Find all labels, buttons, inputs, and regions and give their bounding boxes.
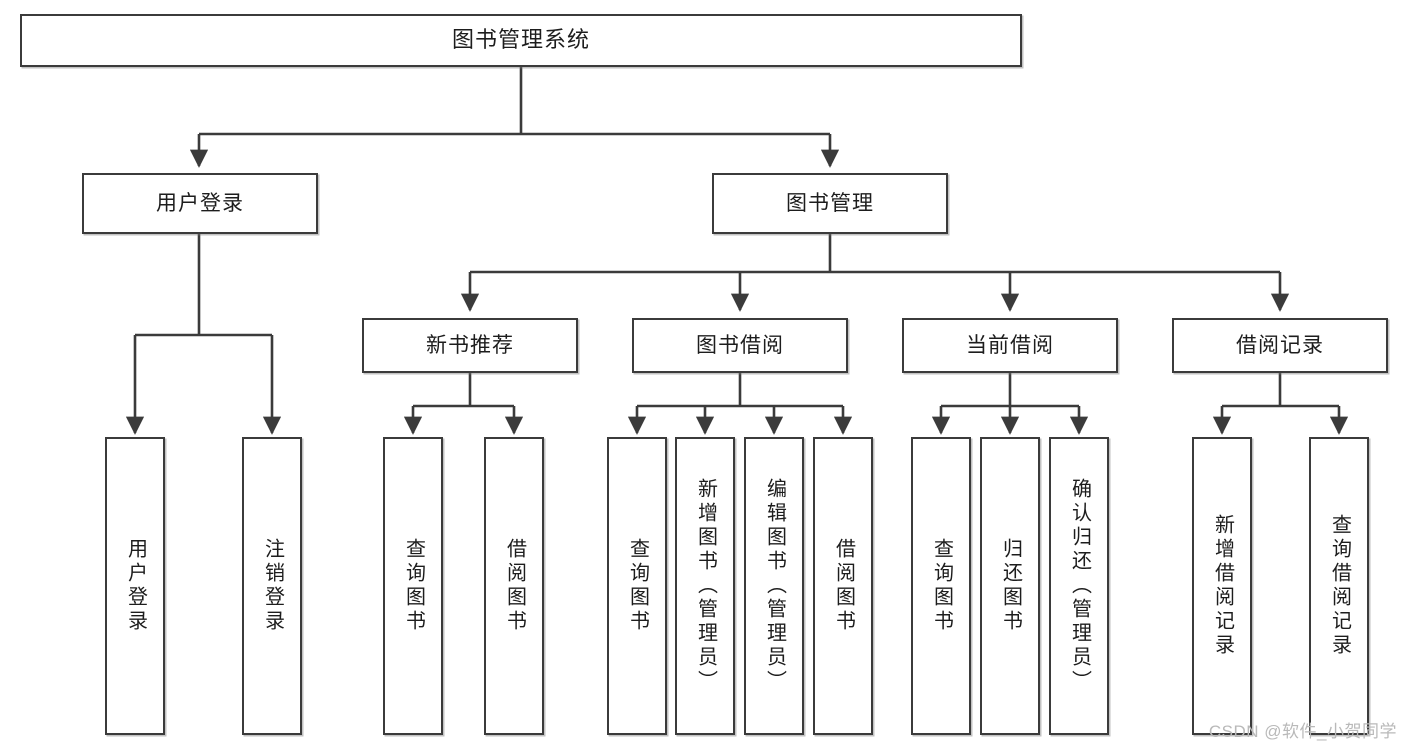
node-label: 当前借阅: [966, 333, 1054, 357]
node-label: 编辑图书（管理员）: [763, 478, 786, 694]
leaf-new-book-query[interactable]: 查询图书: [383, 437, 443, 735]
node-label: 确认归还（管理员）: [1068, 478, 1091, 694]
leaf-current-confirm-return-admin[interactable]: 确认归还（管理员）: [1049, 437, 1109, 735]
node-user-login[interactable]: 用户登录: [82, 173, 318, 234]
leaf-record-add-record[interactable]: 新增借阅记录: [1192, 437, 1252, 735]
node-root-system[interactable]: 图书管理系统: [20, 14, 1022, 67]
node-label: 借阅图书: [503, 538, 526, 634]
leaf-user-login-login[interactable]: 用户登录: [105, 437, 165, 735]
node-book-management[interactable]: 图书管理: [712, 173, 948, 234]
leaf-borrow-edit-book-admin[interactable]: 编辑图书（管理员）: [744, 437, 804, 735]
csdn-watermark: CSDN @软件_小贺同学: [1208, 722, 1397, 741]
leaf-borrow-borrow-book[interactable]: 借阅图书: [813, 437, 873, 735]
node-new-book-recommend[interactable]: 新书推荐: [362, 318, 578, 373]
node-label: 查询图书: [930, 538, 953, 634]
leaf-new-book-borrow[interactable]: 借阅图书: [484, 437, 544, 735]
leaf-record-query-record[interactable]: 查询借阅记录: [1309, 437, 1369, 735]
node-label: 查询图书: [626, 538, 649, 634]
leaf-current-query-book[interactable]: 查询图书: [911, 437, 971, 735]
node-book-borrow[interactable]: 图书借阅: [632, 318, 848, 373]
leaf-user-login-logout[interactable]: 注销登录: [242, 437, 302, 735]
node-label: 用户登录: [124, 538, 147, 634]
node-label: 查询借阅记录: [1328, 514, 1351, 658]
node-label: 借阅记录: [1236, 333, 1324, 357]
node-label: 查询图书: [402, 538, 425, 634]
node-label: 图书管理: [786, 191, 874, 215]
leaf-current-return-book[interactable]: 归还图书: [980, 437, 1040, 735]
leaf-borrow-add-book-admin[interactable]: 新增图书（管理员）: [675, 437, 735, 735]
node-label: 新增借阅记录: [1211, 514, 1234, 658]
node-label: 图书管理系统: [451, 27, 590, 53]
node-label: 图书借阅: [696, 333, 784, 357]
leaf-borrow-query-book[interactable]: 查询图书: [607, 437, 667, 735]
node-label: 新增图书（管理员）: [694, 478, 717, 694]
node-label: 新书推荐: [426, 333, 514, 357]
node-label: 注销登录: [261, 538, 284, 634]
node-label: 借阅图书: [832, 538, 855, 634]
node-label: 用户登录: [156, 191, 244, 215]
node-borrow-record[interactable]: 借阅记录: [1172, 318, 1388, 373]
node-label: 归还图书: [999, 538, 1022, 634]
node-current-borrow[interactable]: 当前借阅: [902, 318, 1118, 373]
